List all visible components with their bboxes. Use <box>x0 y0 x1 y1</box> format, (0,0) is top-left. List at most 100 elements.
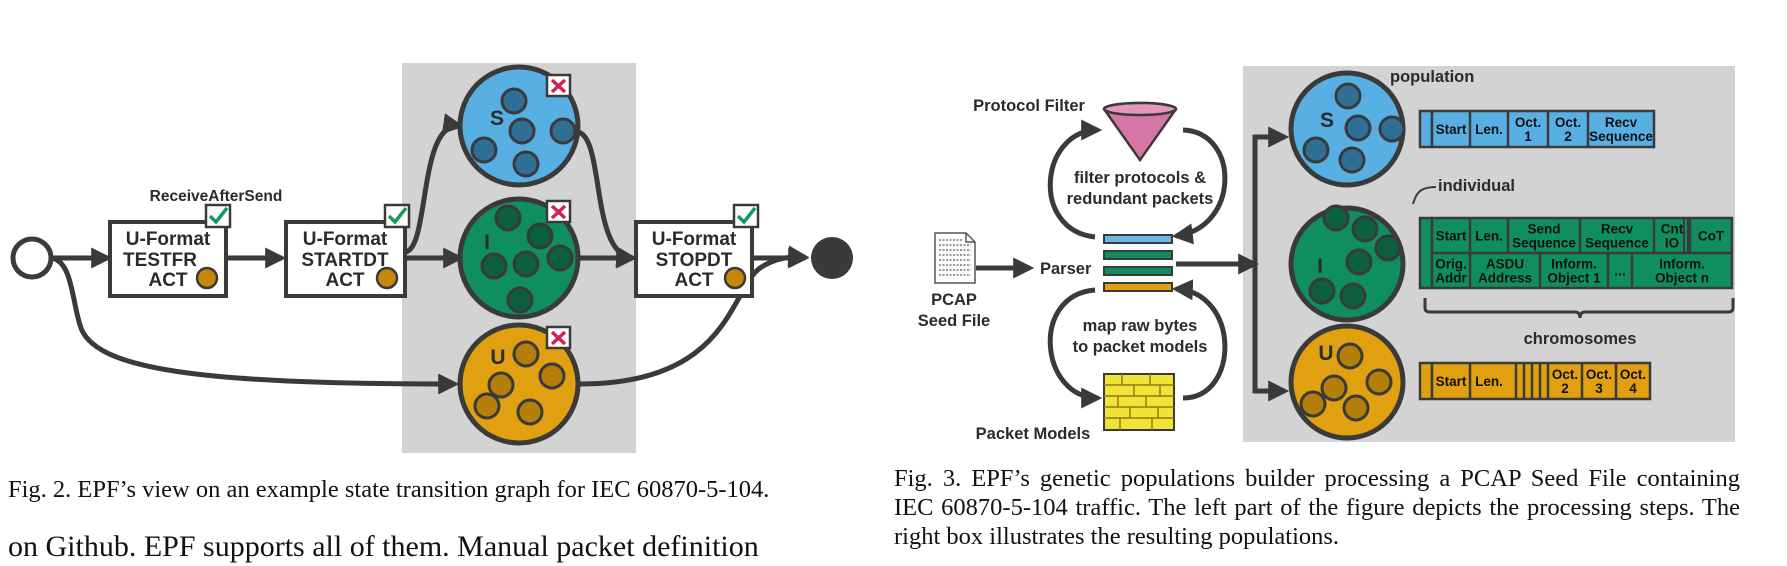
loop-to-models <box>1047 287 1103 409</box>
state-startdt-line1: U-Format <box>303 229 388 250</box>
check-icon-startdt <box>383 203 411 229</box>
fig2-caption: Fig. 2. EPF’s view on an example state t… <box>8 476 770 503</box>
state-stopdt-line2: STOPDT <box>656 250 733 271</box>
chromosome-i-row1-field-label: Sequence <box>1512 236 1576 251</box>
state-startdt-token <box>375 266 399 290</box>
packet-models-icon <box>1103 373 1175 431</box>
chromosome-u-oct-field-label: Oct. <box>1552 367 1578 382</box>
fig3-population-s: S <box>1288 70 1406 188</box>
chromosome-i-row2-field-label: Inform. <box>1659 257 1705 272</box>
population-u: U <box>457 322 581 446</box>
chromosome-i-row1-field-label: Recv <box>1601 222 1634 237</box>
edge-startdt-s <box>404 113 465 255</box>
chromosome-i-row1-field-label: Send <box>1527 222 1560 237</box>
document-icon <box>934 232 976 284</box>
chromosome-s-field-label: Len. <box>1475 122 1503 137</box>
arrow-to-s <box>1252 126 1290 264</box>
chromosome-i-row2-field-label: Inform. <box>1551 257 1597 272</box>
chromosome-s-field-label: 2 <box>1564 129 1572 144</box>
state-testfr: U-Format TESTFR ACT <box>108 220 228 298</box>
chromosome-i-row1-field-label: IO <box>1665 236 1679 251</box>
chromosomes-brace <box>1423 298 1735 319</box>
state-testfr-line1: U-Format <box>126 229 211 250</box>
chromosome-s-field-label: Start <box>1436 122 1467 137</box>
chromosome-u-oct-field-label: Oct. <box>1620 367 1646 382</box>
chromosome-i-row2-field-label: Addr <box>1435 271 1467 286</box>
chromosome-s-field-label: Oct. <box>1555 115 1581 130</box>
funnel-icon <box>1102 101 1178 163</box>
population-label: population <box>1390 68 1474 86</box>
fig2-state-graph: ReceiveAfterSend U-Format TESTFR ACT U-F… <box>10 63 853 453</box>
loop-from-models <box>1171 279 1228 401</box>
fig3-caption: Fig. 3. EPF’s genetic populations builde… <box>894 465 1740 550</box>
chromosome-s-field-label: 1 <box>1524 129 1532 144</box>
filter-text-line1: filter protocols & <box>1074 169 1206 187</box>
fig3-process-arrows <box>976 119 1290 409</box>
chromosome-i-row2-field-label: Orig. <box>1435 257 1467 272</box>
state-stopdt: U-Format STOPDT ACT <box>634 220 754 298</box>
start-node <box>10 236 54 280</box>
parser-stack-icon <box>1103 234 1173 292</box>
fig3-population-s-letter: S <box>1320 109 1334 132</box>
close-icon-u <box>545 325 572 350</box>
state-testfr-line2: TESTFR <box>123 250 197 271</box>
state-startdt: U-Format STARTDT ACT <box>284 220 407 298</box>
chromosome-u-field-label: Start <box>1436 374 1467 389</box>
state-testfr-line3: ACT <box>148 270 187 291</box>
population-i-letter: I <box>484 231 490 254</box>
chromosome-s-field-label: Sequence <box>1589 129 1653 144</box>
close-icon-s <box>545 73 572 98</box>
fig3-populations-builder: Protocol Filter filter protocols & redun… <box>918 66 1735 443</box>
chromosome-i-row2-field-label: Object 1 <box>1547 271 1601 286</box>
chromosome-u-oct-field-label: Oct. <box>1586 367 1612 382</box>
chromosomes-label: chromosomes <box>1524 330 1637 348</box>
protocol-filter-label: Protocol Filter <box>973 97 1085 115</box>
parser-label: Parser <box>1040 260 1092 278</box>
filter-text-line2: redundant packets <box>1067 190 1214 208</box>
fig3-population-i: I <box>1288 204 1406 323</box>
population-u-letter: U <box>490 346 505 369</box>
state-startdt-line3: ACT <box>325 270 364 291</box>
loop-to-filter <box>1047 119 1103 240</box>
chromosome-i-row2-field-label: ... <box>1614 264 1625 279</box>
fig3-population-u: U <box>1288 323 1406 441</box>
individual-label: individual <box>1438 177 1515 195</box>
state-stopdt-token <box>723 266 747 290</box>
body-text-line: on Github. EPF supports all of them. Man… <box>8 530 759 563</box>
individual-pointer <box>1412 186 1437 205</box>
chromosome-i-row1-field-label: Start <box>1436 229 1467 244</box>
chromosome-i-row1-field-label: Len. <box>1475 229 1503 244</box>
chromosome-u-oct-field-label: 3 <box>1595 381 1603 396</box>
pcap-label-line2: Seed File <box>918 312 990 330</box>
check-icon-stopdt <box>732 203 760 229</box>
chromosome-i-row1-field-label: Sequence <box>1585 236 1649 251</box>
chromosome-i-row2-field-label: Address <box>1478 271 1532 286</box>
chromosome-i-row1-field-label: Cnt <box>1661 222 1684 237</box>
arrow-to-u <box>1252 264 1290 402</box>
end-node <box>811 237 853 279</box>
edge-start-u-bypass <box>51 255 460 395</box>
fig3-population-i-letter: I <box>1317 255 1323 278</box>
loop-from-filter <box>1171 127 1228 245</box>
population-s-letter: S <box>490 107 504 130</box>
chromosome-s-field-label: Recv <box>1605 115 1638 130</box>
chromosome-i-row1-field-label: CoT <box>1698 229 1725 244</box>
chromosome-u-oct-field-label: 4 <box>1629 381 1637 396</box>
receive-after-send-label: ReceiveAfterSend <box>150 188 283 205</box>
chromosome-s-field-label: Oct. <box>1515 115 1541 130</box>
chromosome-i-row2-field-label: Object n <box>1655 271 1709 286</box>
chromosome-u-oct-field-label: 2 <box>1561 381 1569 396</box>
chromosome-u-field-label: Len. <box>1475 374 1503 389</box>
chromosome-i-row2-field-label: ASDU <box>1486 257 1524 272</box>
packet-models-label: Packet Models <box>976 425 1091 443</box>
pcap-label-line1: PCAP <box>931 291 977 309</box>
map-text-line1: map raw bytes <box>1083 317 1198 335</box>
map-text-line2: to packet models <box>1073 338 1208 356</box>
state-testfr-token <box>195 266 219 290</box>
state-stopdt-line1: U-Format <box>652 229 737 250</box>
state-stopdt-line3: ACT <box>674 270 713 291</box>
